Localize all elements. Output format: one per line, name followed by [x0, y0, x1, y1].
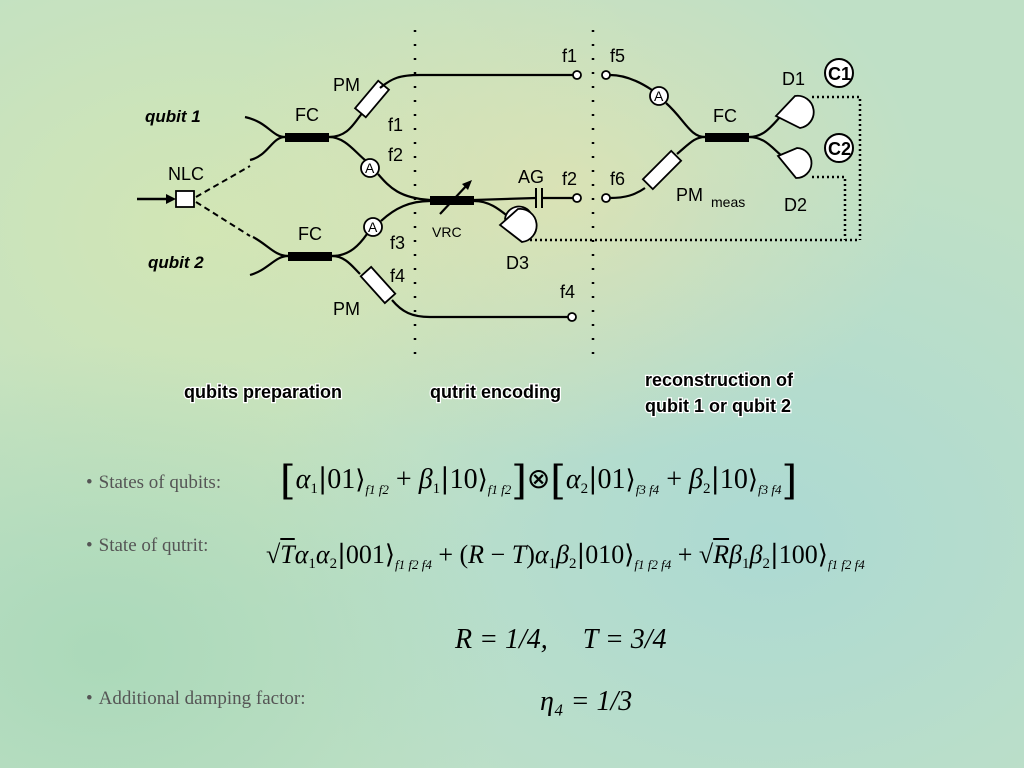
label-qubit1: qubit 1 — [145, 107, 201, 126]
equation-r-t-text: R = 1/4, T = 3/4 — [455, 624, 667, 655]
fiber-a-to-fc — [665, 102, 706, 139]
bullet-dot: • — [86, 688, 93, 709]
port-f6 — [601, 193, 611, 203]
attenuator-bottom-label: A — [368, 219, 378, 235]
nlc-beam-down — [195, 201, 251, 237]
vrc-tuning-arrow — [439, 183, 469, 215]
section-recon-line2: qubit 1 or qubit 2 — [645, 396, 791, 416]
label-f2-right: f2 — [562, 169, 577, 189]
fc-top-coupler — [285, 133, 329, 142]
fiber-f6-to-pm — [609, 187, 646, 200]
label-d1: D1 — [782, 69, 805, 89]
label-vrc: VRC — [432, 224, 462, 240]
fiber-abot-to-vrc — [380, 199, 431, 222]
bullet-damping: •Additional damping factor: — [86, 688, 306, 709]
pump-arrow-head — [166, 194, 176, 204]
detector-d2 — [776, 147, 813, 179]
label-pm-top: PM — [333, 75, 360, 95]
counter-c2 — [824, 133, 854, 163]
fiber-bot-a — [331, 233, 368, 258]
port-f2-right — [572, 193, 582, 203]
fiber-bot-in-b — [249, 254, 289, 277]
port-f4-right — [567, 312, 577, 322]
label-pm-meas-sub: meas — [711, 194, 745, 210]
label-c1: C1 — [828, 64, 851, 84]
attenuator-top-label: A — [365, 160, 375, 176]
counter-c1 — [824, 58, 854, 88]
wire-d2 — [812, 175, 847, 240]
section-recon-line1: reconstruction of — [645, 370, 794, 390]
pm-bottom-modulator — [359, 265, 397, 305]
optical-setup-diagram: A A A qubit 1 qu — [137, 30, 862, 417]
bullet-dot: • — [86, 535, 93, 556]
fiber-pm-to-f4 — [391, 299, 568, 319]
label-f5: f5 — [610, 46, 625, 66]
label-f2-left: f2 — [388, 145, 403, 165]
section-encode: qutrit encoding — [430, 382, 561, 402]
bullet-states-of-qubits: •States of qubits: — [86, 472, 222, 493]
port-f5 — [601, 70, 611, 80]
label-f4-left: f4 — [390, 266, 405, 286]
fiber-a-to-vrc — [377, 173, 431, 202]
label-f1-right: f1 — [562, 46, 577, 66]
fiber-top-pm — [328, 109, 366, 139]
label-d2: D2 — [784, 195, 807, 215]
label-pm-meas: PM — [676, 185, 703, 205]
wire-d1 — [812, 95, 862, 240]
nlc-beam-up — [195, 165, 251, 198]
fiber-top-in-a — [244, 115, 286, 139]
label-qubit2: qubit 2 — [148, 253, 204, 272]
label-fc-top: FC — [295, 105, 319, 125]
detector-d1 — [774, 94, 815, 129]
equation-qutrit-state: √Tα1α2|001⟩f1 f2 f4 + (R − T)α1β2|010⟩f1… — [266, 540, 865, 572]
d3-dome — [498, 208, 538, 243]
bullet-dot: • — [86, 472, 93, 493]
equation-r-t: R = 1/4, T = 3/4 — [455, 624, 667, 656]
section-prep: qubits preparation — [184, 382, 342, 402]
port-f1-right — [572, 70, 582, 80]
vrc-tuning-arrow-head — [462, 180, 472, 190]
fiber-bot-pm — [331, 254, 361, 275]
fiber-vrc-to-d3 — [473, 199, 511, 219]
fiber-fc-to-d2 — [748, 135, 783, 157]
attenuator-bottom — [363, 217, 383, 237]
label-pm-bottom: PM — [333, 299, 360, 319]
pm-meas-modulator — [641, 149, 683, 191]
fiber-top-a — [328, 135, 366, 161]
nlc-crystal — [175, 190, 195, 208]
label-f4-right: f4 — [560, 282, 575, 302]
label-f6: f6 — [610, 169, 625, 189]
equation-qubit-states: [α1|01⟩f1 f2 + β1|10⟩f1 f2]⊗[α2|01⟩f3 f4… — [280, 458, 798, 504]
fiber-vrc-to-ag — [473, 196, 537, 202]
label-f1-left: f1 — [388, 115, 403, 135]
fiber-pm-to-f1 — [379, 73, 574, 89]
label-d3: D3 — [506, 253, 529, 273]
attenuator-top — [360, 158, 380, 178]
label-c2: C2 — [828, 139, 851, 159]
label-fc-right: FC — [713, 106, 737, 126]
attenuator-right-label: A — [654, 88, 664, 104]
fiber-top-in-b — [249, 135, 286, 162]
fiber-f5-to-a — [609, 73, 653, 91]
equation-eta: η₄ = 1/3 — [540, 686, 632, 718]
equation-eta-text: η₄ = 1/3 — [540, 686, 633, 717]
fiber-bot-in-a — [252, 236, 289, 258]
fc-bottom-coupler — [288, 252, 332, 261]
label-f3-left: f3 — [390, 233, 405, 253]
attenuator-right — [649, 86, 669, 106]
label-fc-bottom: FC — [298, 224, 322, 244]
fiber-fc-to-d1 — [748, 114, 783, 139]
label-nlc: NLC — [168, 164, 204, 184]
label-ag: AG — [518, 167, 544, 187]
bullet-state-of-qutrit: •State of qutrit: — [86, 535, 209, 556]
fiber-pm-to-fc — [676, 135, 706, 155]
fc-right-coupler — [705, 133, 749, 142]
